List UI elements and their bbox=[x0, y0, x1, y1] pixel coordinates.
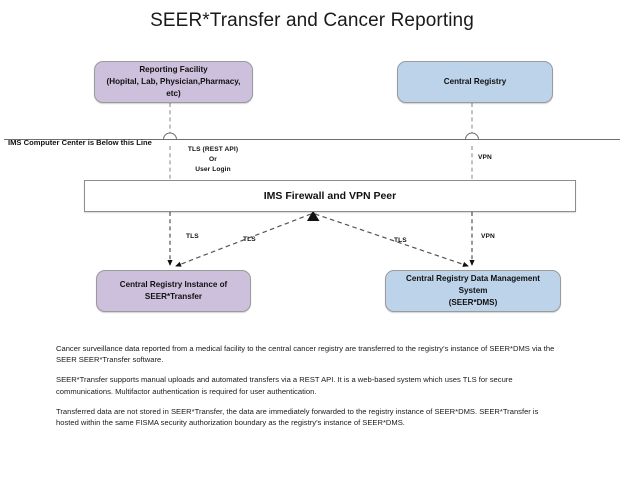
boundary-line-caption: IMS Computer Center is Below this Line bbox=[8, 138, 152, 147]
node-firewall-label: IMS Firewall and VPN Peer bbox=[263, 190, 397, 202]
connector-apex-to-seertransfer bbox=[175, 213, 312, 267]
node-reporting-facility[interactable]: Reporting Facility (Hopital, Lab, Physic… bbox=[94, 61, 253, 103]
notes-section: Cancer surveillance data reported from a… bbox=[56, 343, 561, 428]
edge-label-tls-left-vertical: TLS bbox=[186, 233, 199, 240]
node-reporting-facility-text: Reporting Facility (Hopital, Lab, Physic… bbox=[101, 64, 246, 99]
notes-paragraph-3: Transferred data are not stored in SEER*… bbox=[56, 406, 539, 428]
edge-label-vpn-top: VPN bbox=[478, 154, 492, 161]
node-central-registry-instance-seertransfer[interactable]: Central Registry Instance of SEER*Transf… bbox=[96, 270, 251, 312]
node-reporting-facility-line1: Reporting Facility bbox=[139, 65, 208, 75]
node-seerdms-line1: Central Registry Data Management System bbox=[405, 274, 541, 296]
notes-paragraph-1: Cancer surveillance data reported from a… bbox=[56, 344, 555, 365]
edge-label-tls-rest-api: TLS (REST API) Or User Login bbox=[187, 146, 239, 174]
node-reporting-facility-line2: (Hopital, Lab, Physician,Pharmacy, etc) bbox=[106, 77, 241, 98]
node-seertransfer-text: Central Registry Instance of SEER*Transf… bbox=[120, 279, 228, 302]
node-central-registry-label: Central Registry bbox=[443, 77, 507, 87]
node-central-registry[interactable]: Central Registry bbox=[397, 61, 553, 103]
node-seerdms-line2: (SEER*DMS) bbox=[448, 297, 498, 307]
node-ims-firewall-vpn-peer[interactable]: IMS Firewall and VPN Peer bbox=[84, 180, 576, 212]
notes-paragraph-2: SEER*Transfer supports manual uploads an… bbox=[56, 375, 513, 396]
apex-arrowhead-icon bbox=[307, 210, 320, 221]
edge-label-vpn-bottom: VPN bbox=[481, 233, 495, 240]
edge-label-tls-left-diagonal: TLS bbox=[243, 236, 256, 243]
node-seertransfer-line1: Central Registry Instance of bbox=[119, 280, 228, 290]
edge-label-tls-right-diagonal: TLS bbox=[394, 237, 407, 244]
node-seertransfer-line2: SEER*Transfer bbox=[144, 292, 203, 301]
connector-apex-to-seerdms bbox=[314, 213, 469, 267]
node-seerdms-text: Central Registry Data Management System … bbox=[392, 273, 554, 308]
connector-hop-right bbox=[465, 132, 479, 140]
page-title: SEER*Transfer and Cancer Reporting bbox=[150, 10, 474, 31]
connector-hop-left bbox=[163, 132, 177, 140]
node-central-registry-data-management-system[interactable]: Central Registry Data Management System … bbox=[385, 270, 561, 312]
